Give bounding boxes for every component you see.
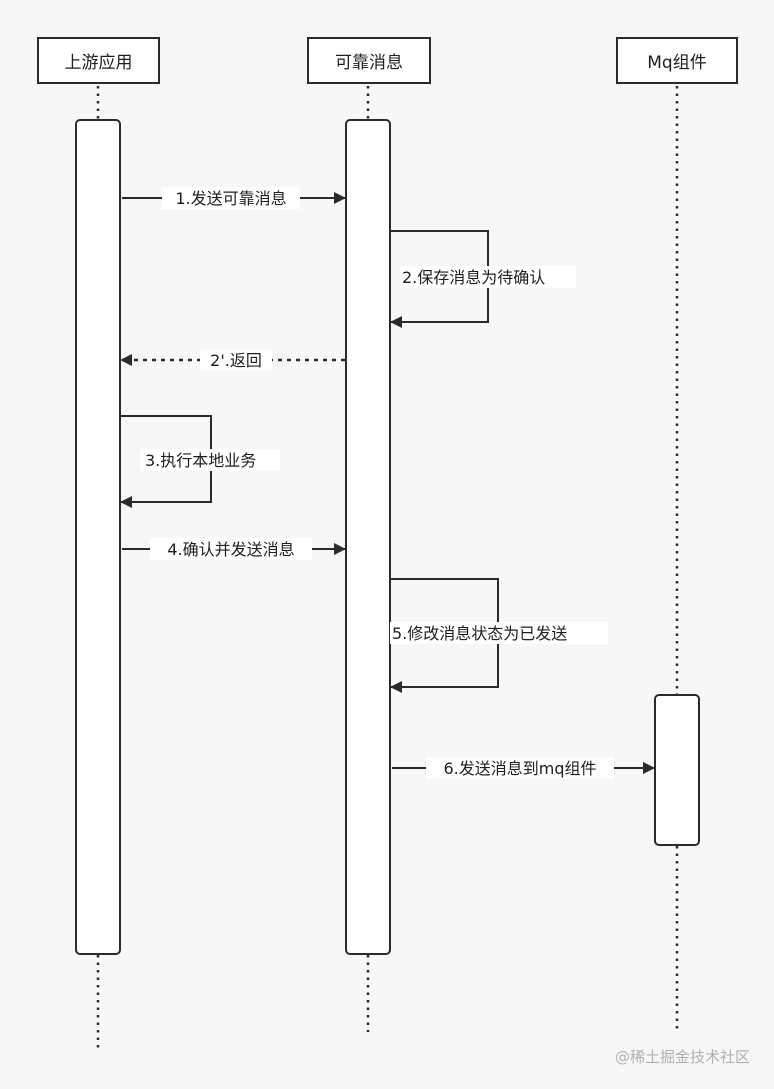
activation-upstream <box>75 119 121 955</box>
message-5-label-bg <box>390 622 608 644</box>
activation-mq <box>654 694 700 846</box>
participant-reliable-message: 可靠消息 <box>307 37 431 84</box>
message-6-label: 6.发送消息到mq组件 <box>443 759 596 778</box>
message-2r-label: 2'.返回 <box>210 351 262 370</box>
message-1-label: 1.发送可靠消息 <box>175 189 286 208</box>
watermark: @稀土掘金技术社区 <box>614 1048 750 1066</box>
message-2-label-bg <box>400 266 576 288</box>
participant-mq-component: Mq组件 <box>616 37 738 84</box>
message-2-label: 2.保存消息为待确认 <box>402 268 545 287</box>
message-4-label-bg <box>150 538 312 560</box>
message-6-label-bg <box>426 757 614 779</box>
activation-reliable <box>345 119 391 955</box>
message-3-label: 3.执行本地业务 <box>145 451 256 470</box>
message-4-label: 4.确认并发送消息 <box>167 540 294 559</box>
participant-upstream-app: 上游应用 <box>37 37 160 84</box>
message-2r-label-bg <box>200 349 272 371</box>
message-5-label: 5.修改消息状态为已发送 <box>392 624 567 643</box>
message-3-label-bg <box>140 449 280 471</box>
message-1-label-bg <box>162 187 300 209</box>
